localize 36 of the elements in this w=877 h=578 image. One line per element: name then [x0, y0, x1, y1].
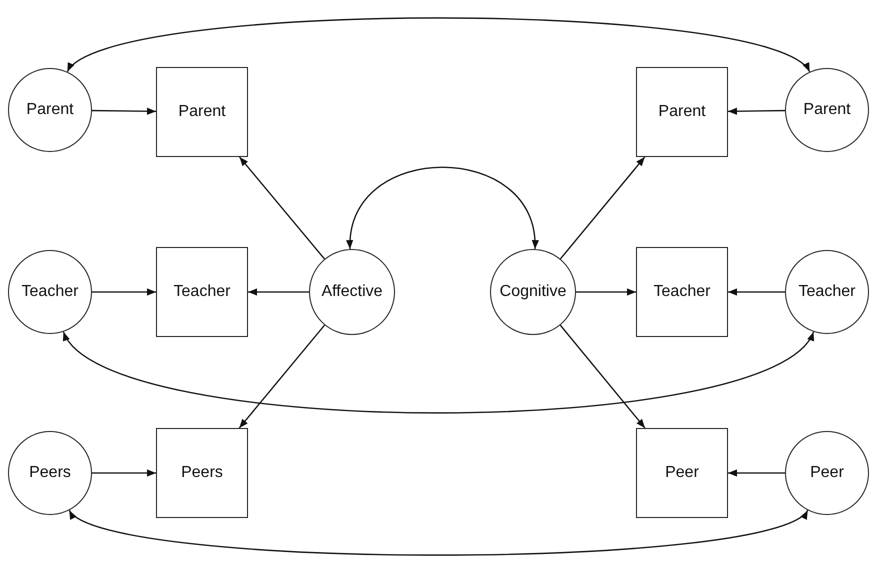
node-label: Peer — [810, 464, 844, 482]
node-label: Parent — [803, 101, 851, 119]
node-label: Teacher — [654, 283, 710, 301]
node-label: Parent — [26, 101, 74, 119]
square-node — [156, 247, 248, 337]
curved-arrow — [68, 510, 808, 556]
arrow — [239, 156, 325, 260]
node-label: Parent — [178, 103, 226, 121]
arrow — [92, 108, 156, 115]
arrow — [560, 156, 646, 260]
arrow — [576, 288, 636, 296]
square-node — [636, 247, 728, 337]
square-node — [156, 67, 248, 157]
square-node — [156, 428, 248, 518]
arrow — [728, 469, 785, 477]
arrow — [92, 288, 156, 296]
curved-arrow — [62, 331, 814, 414]
arrow — [92, 469, 156, 477]
square-node — [636, 428, 728, 518]
node-label: Affective — [321, 283, 383, 301]
node-label: Peers — [29, 464, 71, 482]
node-label: Teacher — [174, 283, 230, 301]
arrow — [728, 108, 786, 115]
node-label: Cognitive — [500, 283, 566, 301]
node-label: Peers — [181, 464, 223, 482]
curved-arrow — [347, 166, 538, 250]
arrow — [248, 288, 309, 296]
arrow — [728, 288, 785, 296]
node-label: Parent — [658, 103, 706, 121]
curved-arrow — [66, 17, 810, 72]
node-label: Teacher — [22, 283, 78, 301]
arrow — [560, 324, 646, 428]
node-label: Teacher — [798, 283, 856, 301]
arrow — [238, 324, 326, 428]
node-label: Peer — [665, 464, 699, 482]
square-node — [636, 67, 728, 157]
